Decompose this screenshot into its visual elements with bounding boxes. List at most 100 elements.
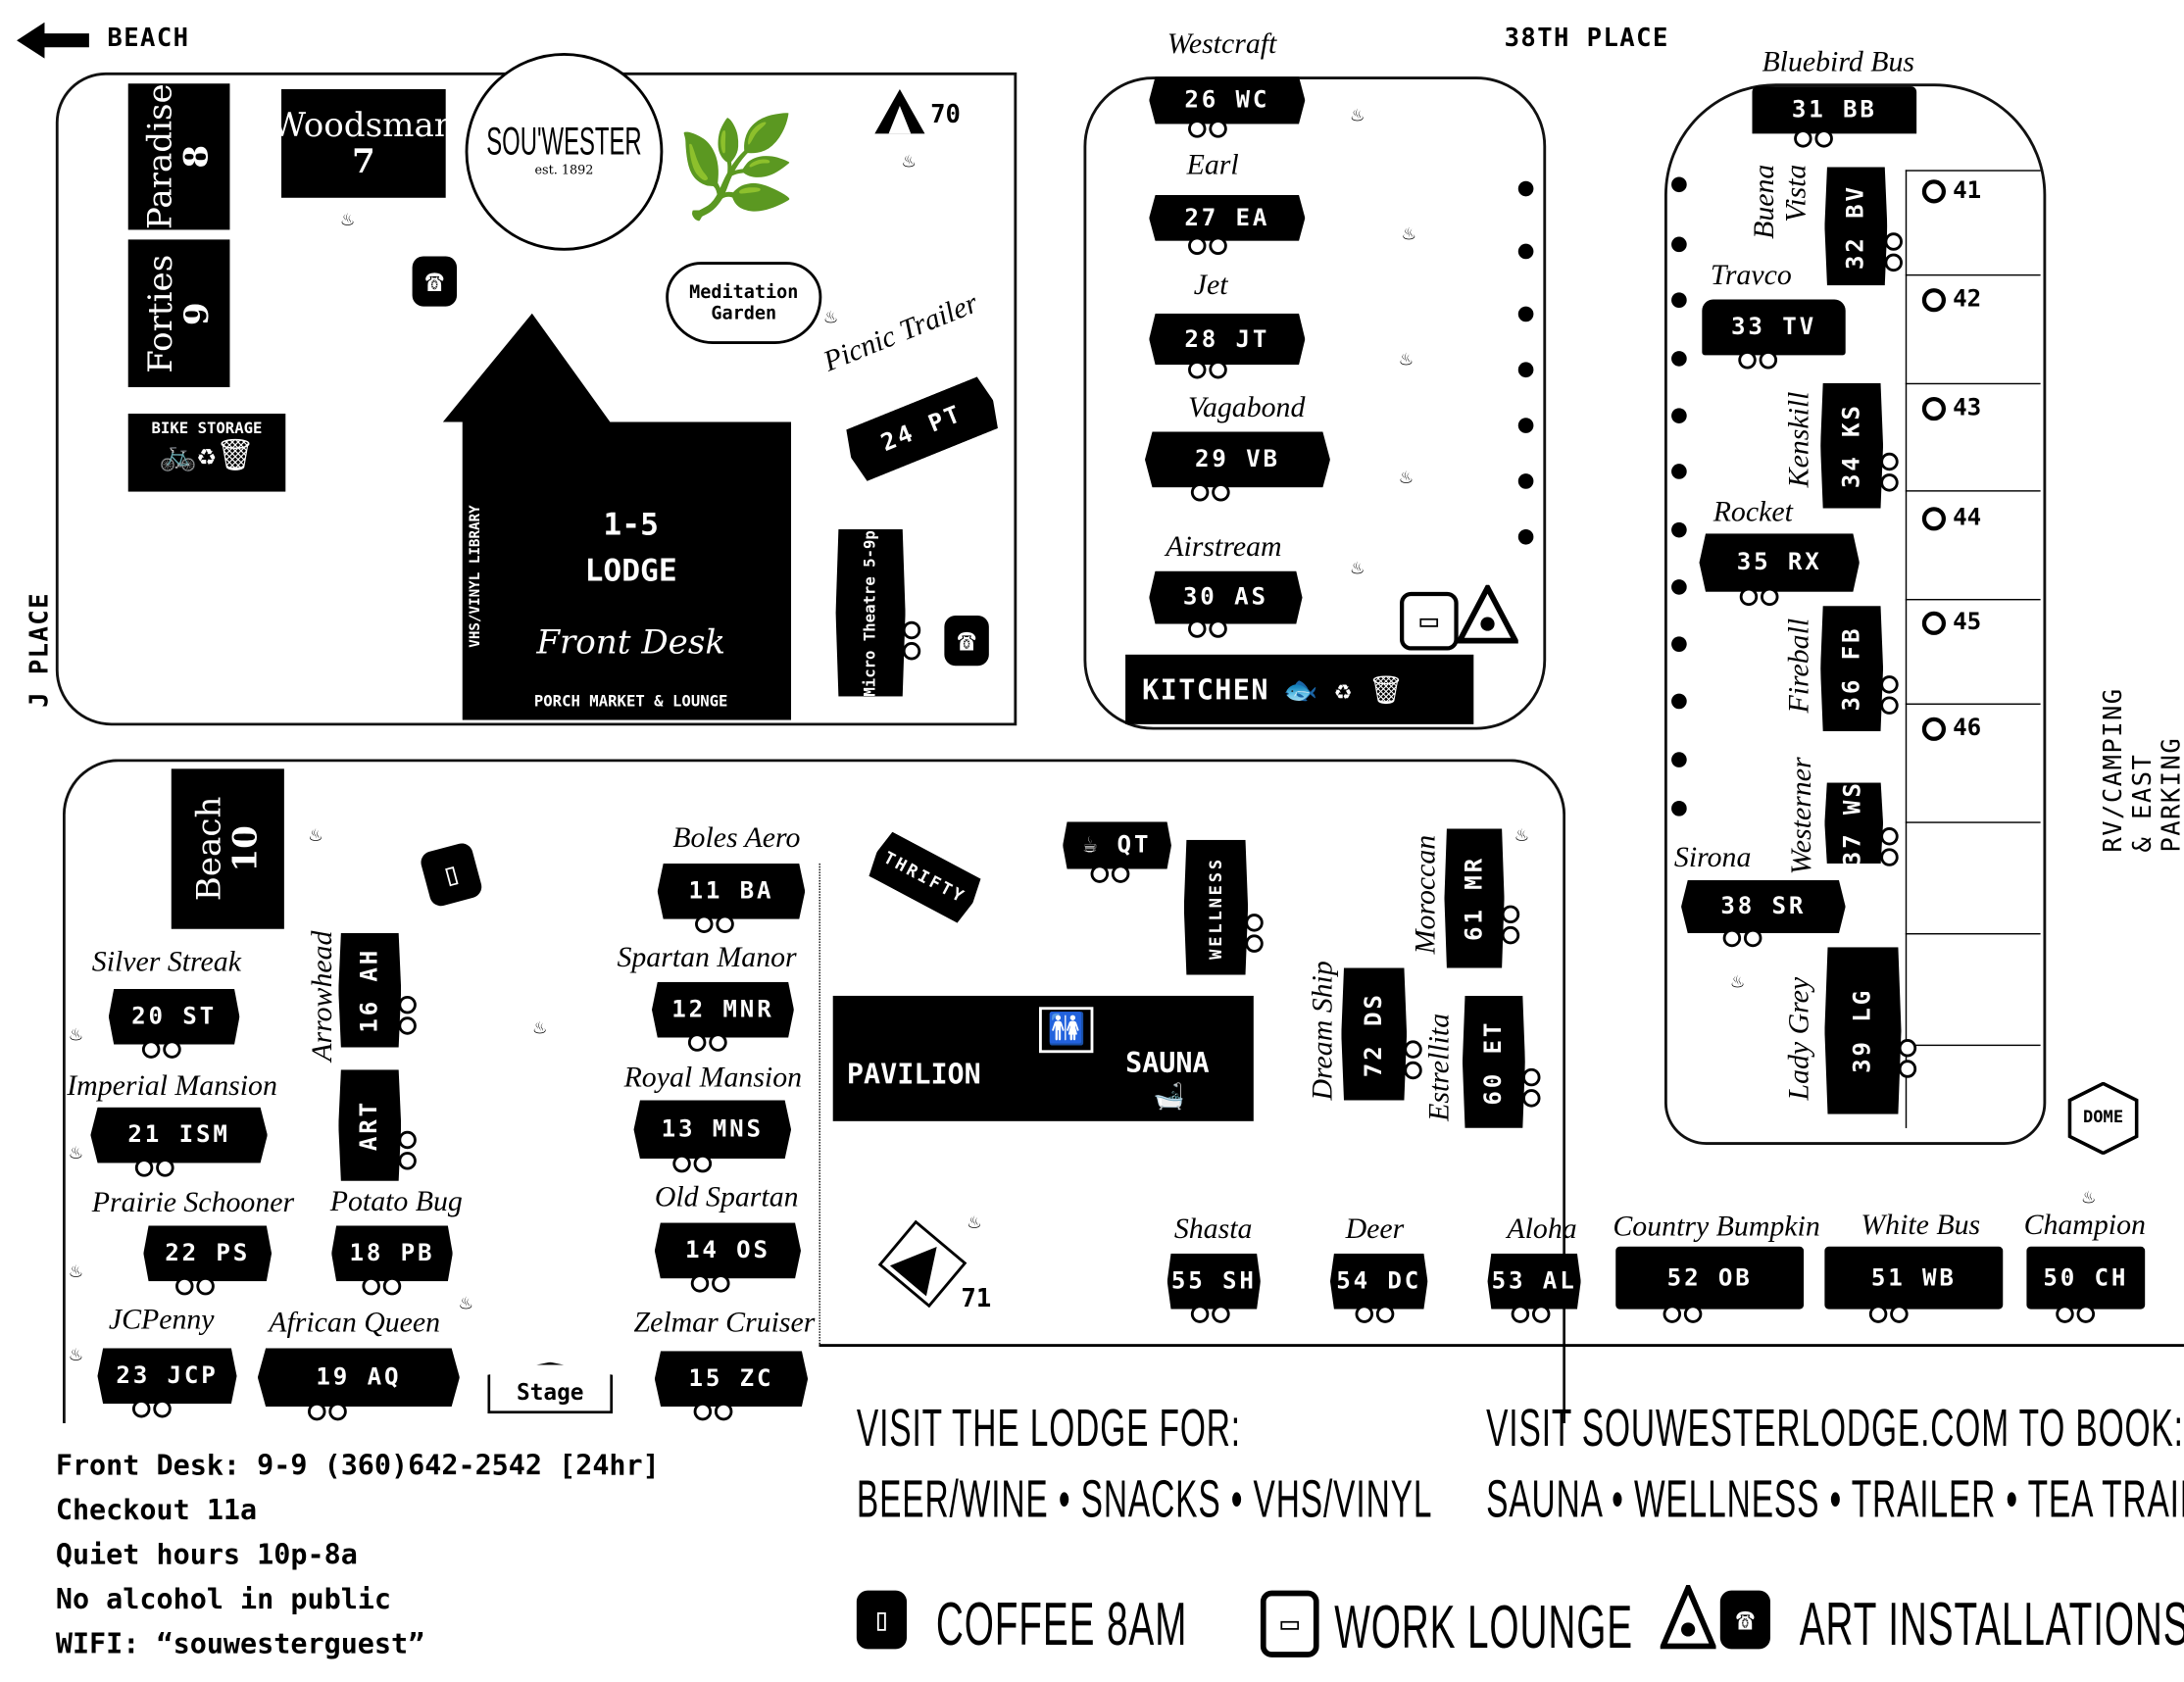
trailer-16-ah[interactable]: 16 AH xyxy=(338,933,402,1048)
rv-site-44[interactable]: 44 xyxy=(1921,504,1981,532)
path-dot xyxy=(1671,579,1687,595)
trailer-code: 29 VB xyxy=(1194,445,1280,474)
wheel-icon xyxy=(1404,1062,1422,1080)
info-wifi: WIFI: “souwesterguest” xyxy=(55,1626,425,1660)
trailer-21-ism[interactable]: 21 ISM xyxy=(90,1107,268,1163)
qt-trailer[interactable]: ☕ QT xyxy=(1063,821,1171,869)
trailer-29-vb[interactable]: 29 VB xyxy=(1144,431,1330,488)
wheel-icon xyxy=(1209,361,1227,379)
area-outline-south xyxy=(62,759,1566,1424)
trailer-19-aq[interactable]: 19 AQ xyxy=(257,1348,460,1408)
trailer-31-bb[interactable]: 31 BB xyxy=(1752,86,1917,134)
trailer-code: 55 SH xyxy=(1170,1267,1257,1296)
trailer-52-ob[interactable]: 52 OB xyxy=(1615,1246,1805,1310)
trailer-60-et[interactable]: 60 ET xyxy=(1462,995,1525,1128)
wheel-icon xyxy=(362,1276,380,1296)
dome[interactable]: DOME xyxy=(2067,1082,2140,1155)
trailer-22-ps[interactable]: 22 PS xyxy=(143,1225,273,1282)
grill-icon: ♨ xyxy=(1731,967,1745,994)
rv-site-45[interactable]: 45 xyxy=(1921,609,1981,636)
trailer-14-os[interactable]: 14 OS xyxy=(654,1222,802,1279)
wheel-icon xyxy=(672,1154,692,1173)
trailer-26-wc[interactable]: 26 WC xyxy=(1149,76,1306,124)
trailer-38-sr[interactable]: 38 SR xyxy=(1681,880,1846,934)
trailer-23-jcp[interactable]: 23 JCP xyxy=(97,1348,237,1405)
wheel-icon xyxy=(1245,934,1264,954)
trailer-name: Lady Grey xyxy=(1781,976,1815,1101)
rv-site-41[interactable]: 41 xyxy=(1921,176,1981,205)
trailer-50-ch[interactable]: 50 CH xyxy=(2026,1246,2146,1310)
trailer-code: 39 LG xyxy=(1849,987,1877,1073)
art-trailer[interactable]: ART xyxy=(338,1069,402,1181)
wheel-icon xyxy=(175,1276,194,1296)
campsite-70-label: 70 xyxy=(930,100,961,130)
wheel-icon xyxy=(1868,1305,1888,1323)
trailer-37-ws[interactable]: 37 WS xyxy=(1824,782,1884,864)
rv-site-46[interactable]: 46 xyxy=(1921,715,1981,742)
rv-site-43[interactable]: 43 xyxy=(1921,394,1981,422)
trailer-32-bv[interactable]: 32 BV xyxy=(1824,167,1888,286)
trailer-code: 52 OB xyxy=(1666,1263,1753,1292)
trailer-54-dc[interactable]: 54 DC xyxy=(1329,1253,1428,1310)
wheel-icon xyxy=(1884,253,1903,272)
trailer-name: Royal Mansion xyxy=(623,1060,803,1094)
trailer-30-as[interactable]: 30 AS xyxy=(1149,570,1303,624)
wheel-icon xyxy=(1188,361,1207,379)
wheel-icon xyxy=(2056,1305,2075,1323)
wheel-icon xyxy=(1880,848,1899,866)
legend-work-lounge: WORK LOUNGE xyxy=(1334,1593,1633,1662)
trailer-name: Imperial Mansion xyxy=(67,1067,277,1102)
wheel-icon xyxy=(162,1040,181,1059)
wheel-icon xyxy=(141,1040,160,1059)
trailer-27-ea[interactable]: 27 EA xyxy=(1149,194,1306,241)
grill-icon: ♨ xyxy=(1400,345,1413,371)
trailer-15-zc[interactable]: 15 ZC xyxy=(654,1351,809,1408)
trailer-61-mr[interactable]: 61 MR xyxy=(1444,828,1505,968)
trailer-13-mns[interactable]: 13 MNS xyxy=(633,1100,792,1160)
trailer-39-lg[interactable]: 39 LG xyxy=(1824,947,1902,1114)
info-quiet-hours: Quiet hours 10p-8a xyxy=(55,1537,358,1571)
pavilion[interactable]: PAVILION 🚻 SAUNA 🛁 xyxy=(832,995,1254,1121)
fern-icon: 🌿 xyxy=(675,110,797,224)
grill-icon: ♨ xyxy=(824,303,838,329)
lodge-building[interactable]: VHS/VINYL LIBRARY 1-5 LODGE Front Desk P… xyxy=(442,313,792,720)
trailer-51-wb[interactable]: 51 WB xyxy=(1824,1246,2004,1310)
trailer-28-jt[interactable]: 28 JT xyxy=(1149,313,1306,366)
wheel-icon xyxy=(693,1154,713,1173)
wheel-icon xyxy=(1511,1305,1529,1323)
eye-triangle-icon xyxy=(1455,581,1520,649)
parking-line xyxy=(1905,273,2041,276)
trailer-name: Prairie Schooner xyxy=(91,1185,295,1219)
trailer-34-ks[interactable]: 34 KS xyxy=(1820,382,1884,509)
path-dot xyxy=(1671,521,1687,538)
bike-storage: BIKE STORAGE 🚲♻🗑 xyxy=(127,414,286,492)
trailer-53-al[interactable]: 53 AL xyxy=(1487,1253,1581,1310)
trailer-12-mnr[interactable]: 12 MNR xyxy=(651,981,794,1038)
trailer-11-ba[interactable]: 11 BA xyxy=(657,863,806,919)
trailer-33-tv[interactable]: 33 TV xyxy=(1702,299,1846,356)
wellness-trailer[interactable]: WELLNESS xyxy=(1183,839,1249,975)
info-alcohol: No alcohol in public xyxy=(55,1582,392,1616)
trailer-20-st[interactable]: 20 ST xyxy=(108,988,240,1045)
micro-theatre[interactable]: Micro Theatre 5-9p xyxy=(835,528,906,697)
grill-icon: ♨ xyxy=(309,821,323,847)
trailer-72-ds[interactable]: 72 DS xyxy=(1341,967,1408,1101)
trailer-code: 20 ST xyxy=(131,1003,218,1031)
phone-icon: ☎ xyxy=(1719,1590,1770,1650)
trailer-36-fb[interactable]: 36 FB xyxy=(1820,606,1884,731)
kitchen[interactable]: KITCHEN 🐟 ♻ 🗑 xyxy=(1125,654,1474,724)
trailer-18-pb[interactable]: 18 PB xyxy=(331,1225,453,1282)
trailer-name: Sirona xyxy=(1673,839,1752,873)
stage[interactable]: Stage xyxy=(487,1361,614,1414)
wheel-icon xyxy=(398,1016,417,1035)
trailer-55-sh[interactable]: 55 SH xyxy=(1166,1253,1261,1310)
rv-site-42[interactable]: 42 xyxy=(1921,285,1981,314)
wheel-icon xyxy=(1354,1305,1373,1323)
trailer-35-rx[interactable]: 35 RX xyxy=(1699,533,1860,592)
wheel-icon xyxy=(153,1400,172,1418)
meditation-garden[interactable]: Meditation Garden xyxy=(666,262,822,344)
